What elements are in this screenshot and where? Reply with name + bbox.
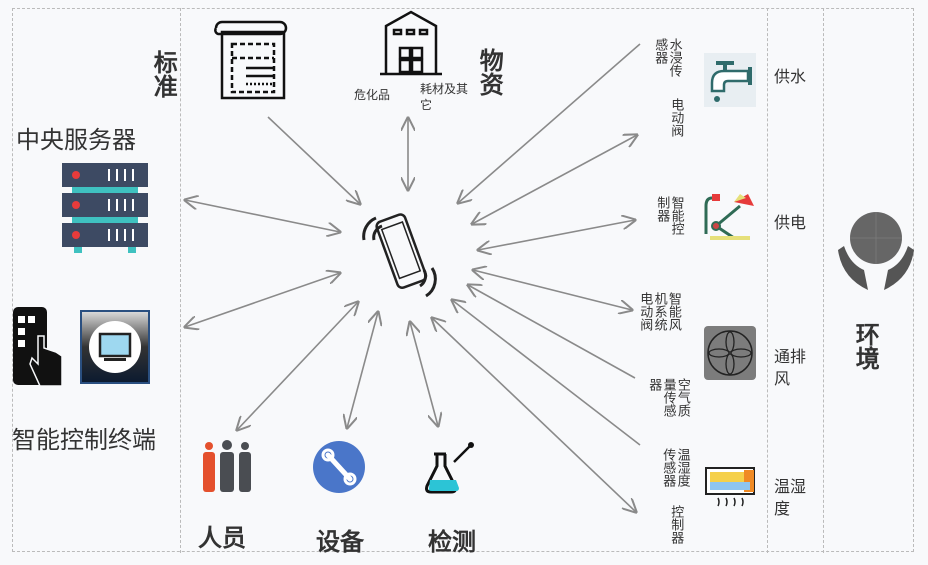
arrow-fan-valve — [473, 270, 632, 310]
environment-label: 环境 — [851, 322, 880, 370]
smartphone-wireless-icon — [362, 213, 437, 298]
server-icon — [62, 163, 148, 253]
category-water-supply: 供水 — [774, 67, 807, 86]
divider — [767, 8, 768, 553]
device-fan-valve: 智能风机系统电动阀 — [637, 292, 681, 331]
ventilation-fan-icon — [704, 326, 756, 380]
wrench-icon — [313, 441, 365, 493]
environment-globe-hands-icon — [838, 212, 914, 290]
arrow-standard — [267, 116, 360, 204]
server-label: 中央服务器 — [16, 126, 136, 154]
category-temp-humidity: 温湿度 — [774, 477, 807, 519]
people-label: 人员 — [198, 524, 246, 552]
arrow-valve — [472, 135, 637, 224]
device-air-sensor: 空气质量传感器 — [646, 378, 690, 417]
detection-label: 检测 — [428, 528, 476, 556]
consumables-label: 耗材及其它 — [420, 82, 469, 112]
standard-document-icon — [214, 20, 288, 100]
people-icon — [203, 440, 251, 492]
computer-terminal-icon — [80, 310, 150, 384]
flask-icon — [425, 442, 474, 494]
warehouse-icon — [380, 10, 442, 76]
arrow-smart-controller — [478, 220, 635, 250]
air-conditioner-icon — [705, 467, 755, 507]
terminal-label: 智能控制终端 — [12, 426, 156, 454]
hazard-label: 危化品 — [354, 88, 391, 102]
water-tap-icon — [704, 53, 756, 107]
divider — [823, 8, 824, 553]
arrow-equipment — [347, 312, 378, 428]
device-controller: 控制器 — [668, 505, 684, 544]
device-water-sensor: 水浸传感器 — [652, 38, 682, 77]
standard-label: 标准 — [149, 50, 178, 98]
arrow-server — [185, 200, 340, 232]
touch-phone-icon — [13, 307, 63, 387]
device-valve: 电动阀 — [668, 98, 684, 137]
arrow-terminal — [185, 273, 340, 327]
materials-label: 物资 — [475, 48, 504, 96]
divider — [180, 8, 181, 553]
lamp-plug-icon — [704, 194, 754, 240]
device-smart-controller: 智能控制器 — [654, 196, 684, 235]
equipment-label: 设备 — [316, 528, 364, 556]
arrow-controller — [432, 318, 636, 512]
category-ventilation: 通排风 — [774, 347, 807, 389]
arrow-detection — [410, 322, 438, 426]
category-power-supply: 供电 — [774, 213, 807, 232]
arrow-humidity-sensor — [452, 300, 641, 446]
device-humidity-sensor: 温湿度传感器 — [660, 448, 690, 487]
outer-frame — [12, 8, 914, 552]
arrow-people — [237, 302, 358, 430]
